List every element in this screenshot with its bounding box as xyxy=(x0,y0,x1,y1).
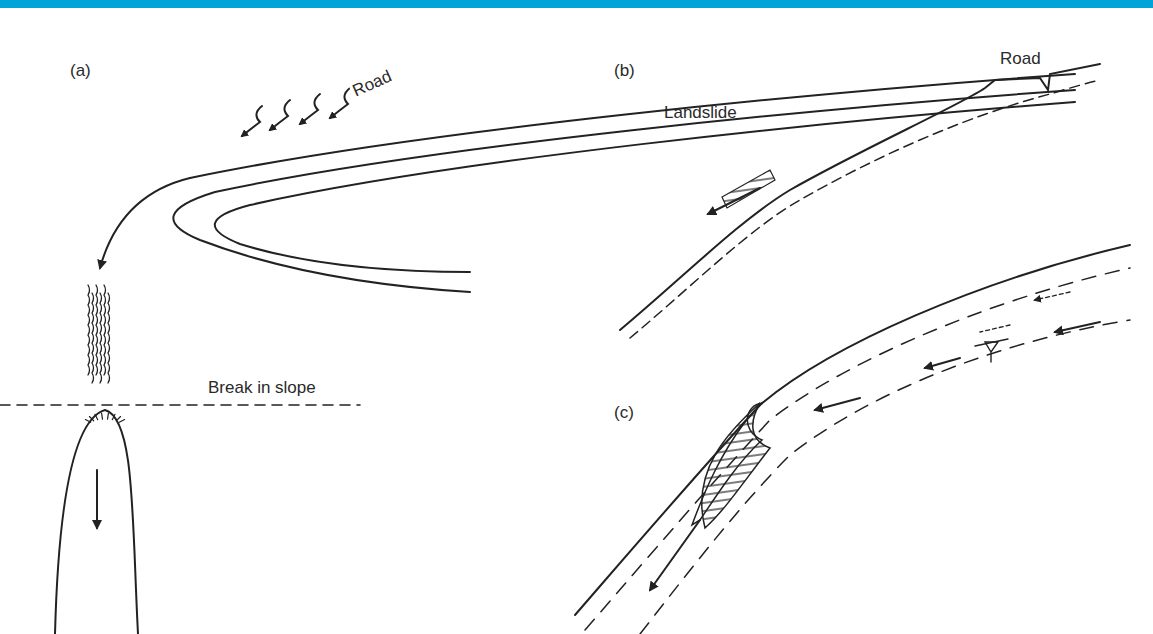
slope-break-label: Break in slope xyxy=(208,379,316,398)
gully-hatch xyxy=(95,414,98,419)
road-edge xyxy=(190,74,1075,178)
spray-stroke xyxy=(96,285,98,375)
seepage-arrow xyxy=(815,398,860,410)
landslide-arrow xyxy=(708,188,760,214)
slope-surface xyxy=(620,64,1100,330)
seepage-arrow xyxy=(1055,322,1100,332)
header-bar xyxy=(0,0,1153,8)
gully-hatch xyxy=(89,417,93,421)
panel-letter: (a) xyxy=(70,62,91,81)
break-in-slope-line xyxy=(0,404,360,406)
panel-letter: (c) xyxy=(614,404,634,423)
flow-arrow xyxy=(100,178,190,268)
water-table-symbol xyxy=(985,342,998,362)
panel-letter: (b) xyxy=(614,62,635,81)
failure-plane xyxy=(630,80,1100,338)
gully-hatch xyxy=(85,420,90,423)
soil-layer xyxy=(640,320,1130,634)
spray-stroke xyxy=(88,285,90,375)
gully-hatch xyxy=(101,413,103,419)
road-label: Road xyxy=(1000,50,1041,69)
spray-stroke xyxy=(108,293,110,383)
spray-stroke xyxy=(100,293,102,383)
seepage-line xyxy=(980,325,1010,332)
runoff-arrow xyxy=(270,100,290,130)
gully-hatch xyxy=(116,417,120,421)
runoff-arrow xyxy=(242,106,262,136)
seepage-arrow xyxy=(1035,292,1070,300)
slide-arrow xyxy=(650,520,700,590)
spray-stroke xyxy=(104,285,106,375)
gully-hatch xyxy=(107,413,109,419)
seepage-arrow xyxy=(925,358,960,368)
gully-arrow xyxy=(96,470,98,528)
water-spray xyxy=(88,285,110,383)
gully-hatch xyxy=(119,420,124,423)
runoff-arrow xyxy=(300,94,320,124)
soil-layer xyxy=(585,268,1130,630)
spray-stroke xyxy=(92,293,94,383)
runoff-arrow xyxy=(330,88,350,118)
road-edge xyxy=(215,102,1075,272)
gully-outline xyxy=(55,410,138,634)
slope-surface xyxy=(575,245,1130,615)
slide-mass xyxy=(702,403,770,528)
gully-head xyxy=(85,413,124,422)
landslide-label: Landslide xyxy=(664,104,737,123)
water-table-line xyxy=(975,339,1008,346)
road-label: Road xyxy=(348,67,396,102)
gully-hatch xyxy=(112,414,115,419)
road-edge xyxy=(173,90,1075,292)
